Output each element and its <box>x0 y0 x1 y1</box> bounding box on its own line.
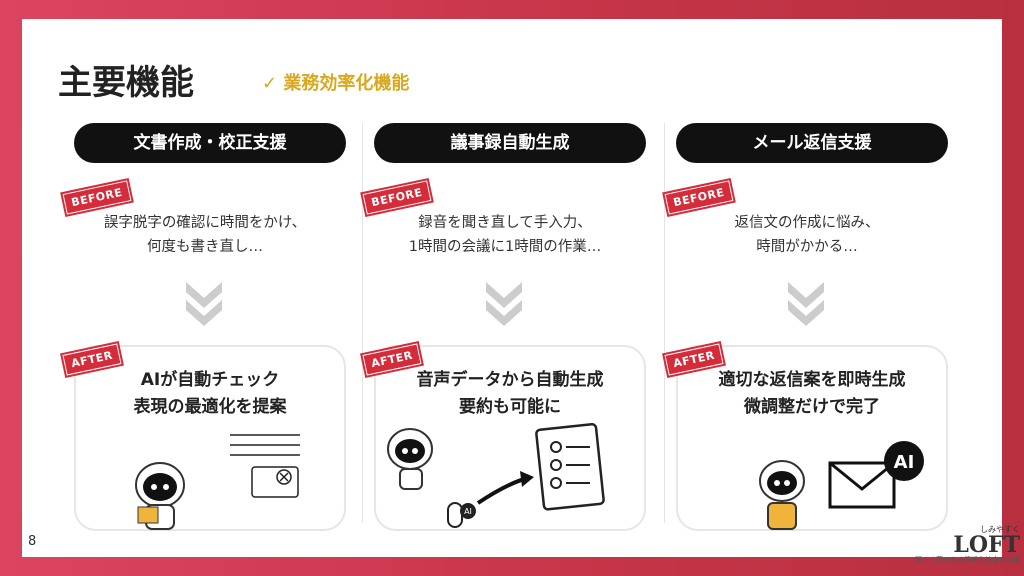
after-card <box>676 345 948 531</box>
robot-mail-illustration: AI <box>759 441 924 530</box>
before-text: 録音を聞き直して手入力、1時間の会議に1時間の作業… <box>408 215 602 255</box>
feature-column-proofreading: 文書作成・校正支援 BEFORE 誤字脱字の確認に時間をかけ、何度も書き直し… … <box>60 123 350 543</box>
robot-document-illustration <box>135 434 300 530</box>
feature-column-email: メール返信支援 BEFORE 返信文の作成に悩み、時間がかかる… AFTER 適… <box>662 123 952 543</box>
chevron-down-icon <box>788 282 824 326</box>
feature-heading: 議事録自動生成 <box>374 123 646 163</box>
feature-heading: 文書作成・校正支援 <box>74 123 346 163</box>
after-text: AIが自動チェック表現の最適化を提案 <box>133 370 287 417</box>
before-stamp: BEFORE <box>60 177 134 218</box>
page-subtitle: ✓ 業務効率化機能 <box>262 73 410 94</box>
company-logo: しみやすく LOFT 明るく夢のある情報化社会の実現 <box>915 525 1020 564</box>
feature-heading: メール返信支援 <box>676 123 948 163</box>
after-text: 音声データから自動生成要約も可能に <box>416 370 604 417</box>
before-text: 誤字脱字の確認に時間をかけ、何度も書き直し… <box>103 215 307 255</box>
svg-text:AI: AI <box>464 507 472 516</box>
robot-voice-illustration: AI <box>387 423 605 528</box>
page-number: 8 <box>28 534 37 549</box>
chevron-down-icon <box>486 282 522 326</box>
after-text: 適切な返信案を即時生成微調整だけで完了 <box>718 370 906 417</box>
before-stamp: BEFORE <box>360 177 434 218</box>
chevron-down-icon <box>186 282 222 326</box>
before-stamp: BEFORE <box>662 177 736 218</box>
page-title: 主要機能 <box>58 63 194 103</box>
slide: 主要機能 ✓ 業務効率化機能 文書作成・校正支援 BEFORE 誤字脱字の確認に… <box>22 19 1020 564</box>
divider <box>664 123 665 523</box>
after-card <box>74 345 346 531</box>
svg-text:AI: AI <box>894 452 915 473</box>
before-text: 返信文の作成に悩み、時間がかかる… <box>734 215 880 255</box>
divider <box>362 123 363 523</box>
feature-column-minutes: 議事録自動生成 BEFORE 録音を聞き直して手入力、1時間の会議に1時間の作業… <box>360 123 650 543</box>
